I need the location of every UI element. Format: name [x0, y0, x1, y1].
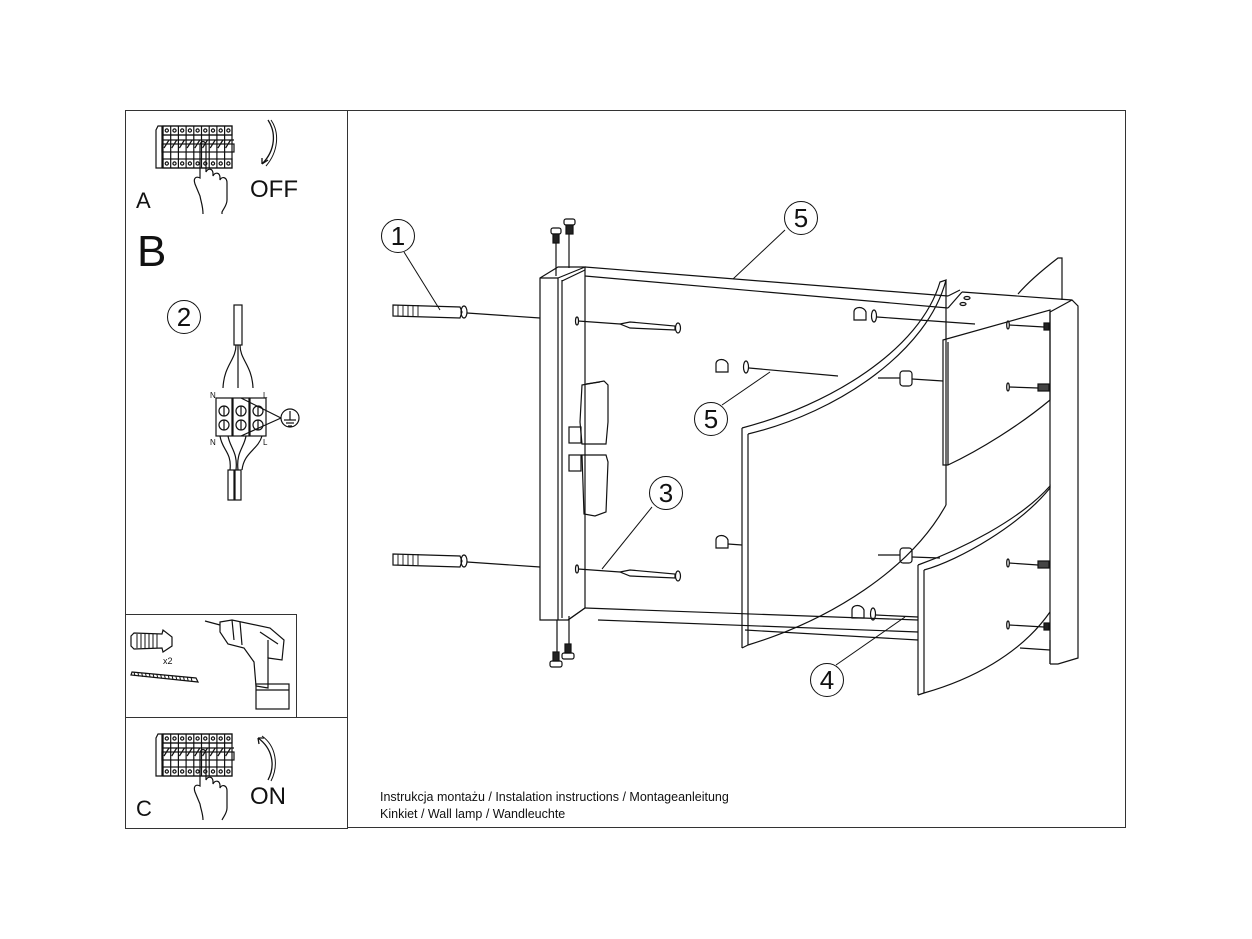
- terminal-label-n-bottom: N: [210, 438, 216, 447]
- terminal-label-n-top: N: [210, 391, 216, 400]
- terminal-label-l-bottom: L: [263, 438, 268, 447]
- step-a-label: A: [136, 188, 151, 213]
- step-c-label: C: [136, 796, 152, 821]
- callout-4: 4: [810, 663, 844, 697]
- callout-5-middle: 5: [694, 402, 728, 436]
- callout-1: 1: [381, 219, 415, 253]
- quantity-label: x2: [163, 656, 173, 666]
- callout-3: 3: [649, 476, 683, 510]
- step-a-box: [125, 110, 348, 222]
- switch-on-label: ON: [250, 783, 286, 810]
- caption-line-1: Instrukcja montażu / Instalation instruc…: [380, 790, 729, 804]
- step-c-box: [125, 717, 348, 829]
- switch-off-label: OFF: [250, 176, 298, 203]
- terminal-label-l-top: L: [263, 391, 268, 400]
- callout-5-top: 5: [784, 201, 818, 235]
- caption-line-2: Kinkiet / Wall lamp / Wandleuchte: [380, 807, 566, 821]
- step-b-label: B: [137, 227, 167, 276]
- callout-2: 2: [167, 300, 201, 334]
- tools-box: [125, 614, 297, 718]
